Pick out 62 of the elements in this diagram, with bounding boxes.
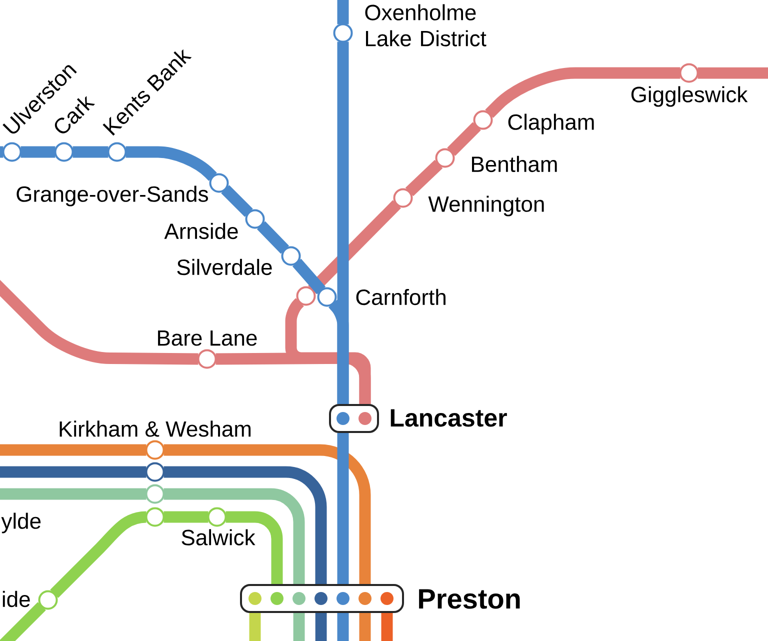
station-name: Kirkham & Wesham	[60, 420, 251, 437]
railway-line	[308, 200, 401, 294]
railway-line	[328, 300, 349, 404]
station-name: Salwick	[182, 529, 256, 546]
railway-line	[0, 444, 146, 456]
station-circle	[145, 507, 165, 527]
railway-line	[359, 613, 371, 641]
railway-line	[337, 0, 349, 24]
station-name: Giggleswick	[631, 86, 748, 107]
railway-line	[337, 433, 349, 584]
railway-line	[164, 488, 305, 584]
railway-line	[216, 352, 371, 404]
station-dot	[292, 592, 306, 605]
railway-line	[293, 613, 305, 641]
station-dot	[248, 592, 262, 605]
station-name: Clapham	[508, 114, 594, 134]
station-name: Grange-over-Sands	[16, 186, 208, 206]
station-dot	[336, 592, 350, 605]
railway-line	[126, 146, 217, 181]
railway-line	[164, 511, 208, 523]
station-dot	[380, 592, 394, 605]
station-name: Lancaster	[390, 409, 507, 427]
railway-line	[164, 466, 327, 584]
railway-line	[20, 146, 56, 158]
railway-line	[0, 278, 198, 365]
railway-line	[0, 488, 146, 500]
station-dot	[336, 412, 350, 425]
station-name: Silverdale	[177, 258, 272, 276]
station-dot	[314, 592, 328, 605]
station-name: Bare Lane	[158, 330, 257, 346]
station-name: Bentham	[472, 156, 557, 172]
railway-line	[0, 602, 46, 641]
railway-line	[337, 613, 349, 641]
railway-line	[447, 122, 481, 156]
railway-line	[72, 146, 108, 158]
railway-line	[381, 613, 393, 641]
station-dot	[358, 592, 372, 605]
station-name: Preston	[419, 589, 520, 609]
railway-line	[698, 67, 768, 79]
station-name: ylde	[1, 512, 41, 534]
railway-line	[164, 444, 371, 584]
station-dot	[270, 592, 284, 605]
railway-line	[256, 221, 290, 254]
station-dot	[358, 412, 372, 425]
railway-line	[0, 146, 4, 158]
station-name: Carnforth	[356, 288, 446, 306]
station-circle	[296, 286, 316, 306]
station-name: Wennington	[428, 196, 544, 216]
railway-line	[405, 160, 443, 196]
railway-line	[50, 511, 147, 598]
station-name: Oxenholme Lake District	[365, 4, 486, 46]
railway-line	[0, 466, 146, 478]
railway-line	[221, 185, 253, 217]
station-name: Arnside	[164, 222, 238, 240]
railway-line	[292, 258, 326, 294]
station-circle	[145, 484, 165, 504]
railway-line	[249, 613, 261, 641]
station-name: ide	[2, 590, 30, 608]
station-circle	[145, 462, 165, 482]
railway-line	[485, 67, 680, 118]
railway-line	[226, 511, 283, 584]
railway-line	[315, 613, 327, 641]
